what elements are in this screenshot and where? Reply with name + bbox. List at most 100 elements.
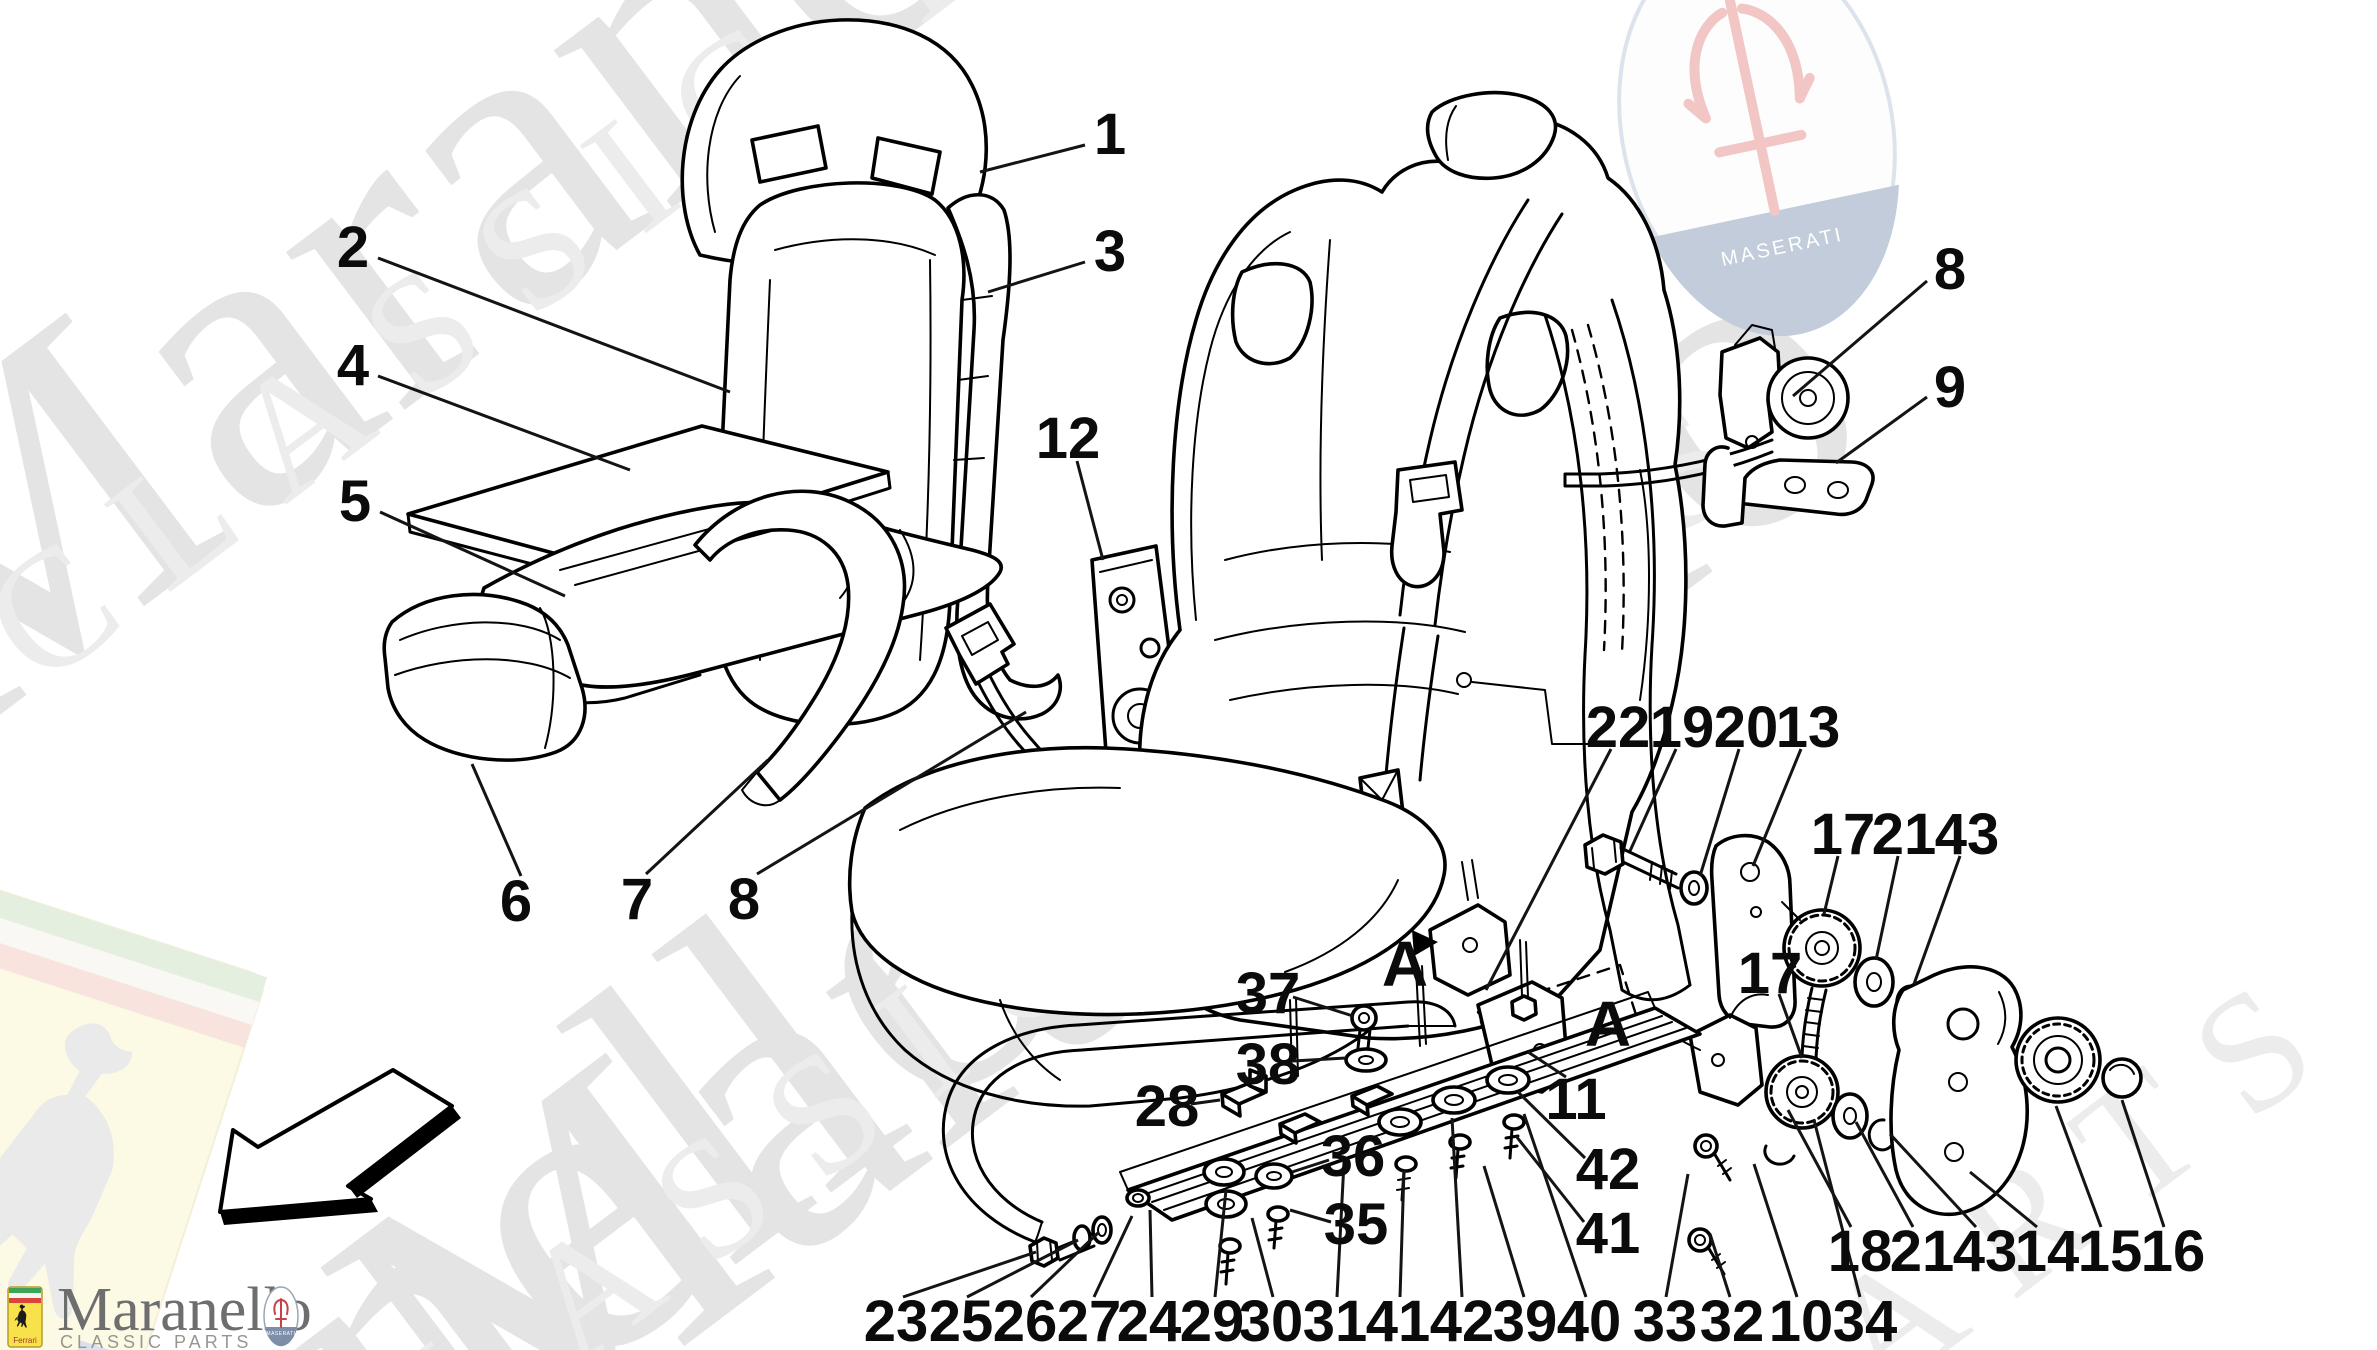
part-label-40: 40 <box>1557 1289 1622 1350</box>
part-label-34: 34 <box>1833 1289 1898 1350</box>
leader-line-40 <box>1522 1113 1588 1298</box>
belt-retractor-group <box>1563 324 1875 528</box>
leader-line-4 <box>377 374 631 472</box>
leader-line-5 <box>379 510 566 598</box>
leader-line-21 <box>1874 855 1900 961</box>
part-label-10: 10 <box>1769 1289 1834 1350</box>
rail-end-bushing <box>1125 1188 1151 1208</box>
maserati-wordmark: MASERATI <box>266 1331 295 1337</box>
classic-parts-wordmark: CLASSIC PARTS <box>60 1332 252 1350</box>
leader-line-17 <box>1777 993 1804 1059</box>
leader-line-1 <box>979 143 1086 174</box>
part-label-17: 17 <box>1738 941 1803 1006</box>
leader-line-41 <box>1398 1169 1406 1298</box>
leader-line-33 <box>1664 1173 1690 1298</box>
leader-line-34 <box>1812 1119 1862 1298</box>
part-label-30: 30 <box>1239 1289 1304 1350</box>
retractor-reel <box>1766 356 1850 440</box>
c-clip-lower <box>1867 1118 1893 1152</box>
part-label-8: 8 <box>728 867 760 932</box>
leader-line-20 <box>1698 748 1741 877</box>
part-label-13: 13 <box>1776 695 1841 760</box>
washer-38 <box>1344 1047 1388 1073</box>
ferrari-shield-watermark <box>0 881 268 1350</box>
leader-line-37 <box>1292 995 1354 1018</box>
leader-line-43 <box>1888 1132 1978 1229</box>
part-label-43: 43 <box>1935 802 2000 867</box>
part-label-24: 24 <box>1117 1289 1182 1350</box>
part-label-14: 14 <box>2015 1219 2080 1284</box>
harness-slot-left <box>1230 261 1314 366</box>
leader-line-11 <box>1527 1050 1567 1079</box>
part-label-42: 42 <box>1576 1137 1641 1202</box>
part-label-36: 36 <box>1321 1124 1386 1189</box>
leader-line-21 <box>1854 1121 1915 1228</box>
leader-line-35 <box>1289 1208 1332 1224</box>
leader-line-43 <box>1912 855 1962 985</box>
adjuster-knob <box>2014 1016 2102 1104</box>
detail-marker-A: A <box>1585 988 1631 1060</box>
leader-line-38 <box>1292 1056 1347 1063</box>
seat-rail-group <box>1028 965 1702 1286</box>
part-label-39: 39 <box>1493 1289 1558 1350</box>
leader-line-14 <box>1969 1170 2038 1229</box>
leader-line-29 <box>1213 1189 1228 1298</box>
seat-headrest-pad <box>1425 90 1558 181</box>
part-label-18: 18 <box>1828 1219 1893 1284</box>
part-label-5: 5 <box>339 469 371 534</box>
pivot-bolt-group <box>1583 833 1797 1029</box>
recliner-gear-lower <box>1764 1054 1840 1130</box>
leader-line-41 <box>1514 1135 1586 1223</box>
part-label-17: 17 <box>1811 802 1876 867</box>
leader-line-3 <box>987 260 1086 294</box>
part-label-27: 27 <box>1057 1289 1122 1350</box>
part-label-37: 37 <box>1236 961 1301 1026</box>
part-label-11: 11 <box>1545 1067 1606 1132</box>
bolster-cushion <box>382 592 587 762</box>
hinge-plate <box>1709 833 1797 1029</box>
leader-line-30 <box>1250 1217 1275 1298</box>
part-label-1: 1 <box>1094 102 1126 167</box>
part-label-2: 2 <box>337 215 369 280</box>
part-label-6: 6 <box>500 869 532 934</box>
exploded-backrest-group <box>382 18 1182 807</box>
part-label-43: 43 <box>1953 1219 2018 1284</box>
part-label-31: 31 <box>1303 1289 1368 1350</box>
part-label-9: 9 <box>1934 355 1966 420</box>
leader-line-10 <box>1752 1163 1799 1298</box>
branding-bar: Ferrari Maranello CLASSIC PARTS MASERATI <box>7 1276 312 1350</box>
hinge-screw-upper <box>1693 1133 1732 1182</box>
leader-line-23 <box>902 1250 1037 1299</box>
part-label-4: 4 <box>337 333 369 398</box>
maserati-badge-logo: MASERATI <box>263 1286 299 1347</box>
part-label-38: 38 <box>1236 1032 1301 1097</box>
leader-line-36 <box>1291 1158 1330 1174</box>
direction-arrow <box>218 1068 461 1225</box>
retractor-bracket <box>1718 336 1782 450</box>
part-label-16: 16 <box>2141 1219 2206 1284</box>
leader-line-17 <box>1822 855 1840 915</box>
leader-line-8 <box>1792 279 1928 398</box>
recliner-gear-upper <box>1782 908 1862 988</box>
washer-upper <box>1853 956 1895 1008</box>
part-label-28: 28 <box>1135 1074 1200 1139</box>
seat-cushion <box>847 745 1447 1017</box>
leader-line-6 <box>470 763 523 877</box>
bolt-37 <box>1350 1004 1378 1050</box>
anchor-bracket <box>1701 445 1875 528</box>
part-label-33: 33 <box>1633 1289 1698 1350</box>
ferrari-badge-logo: Ferrari <box>7 1286 43 1348</box>
leader-line-28 <box>1190 1098 1221 1106</box>
part-label-21: 21 <box>1890 1219 1955 1284</box>
leader-line-31 <box>1335 1161 1346 1298</box>
part-label-22: 22 <box>1586 695 1651 760</box>
part-label-32: 32 <box>1700 1289 1765 1350</box>
part-label-35: 35 <box>1324 1192 1389 1257</box>
part-label-21: 21 <box>1872 802 1937 867</box>
leader-line-13 <box>1751 748 1803 867</box>
part-label-41: 41 <box>1366 1289 1431 1350</box>
seat-frame-strip <box>693 489 907 802</box>
leader-line-24 <box>1148 1209 1154 1298</box>
